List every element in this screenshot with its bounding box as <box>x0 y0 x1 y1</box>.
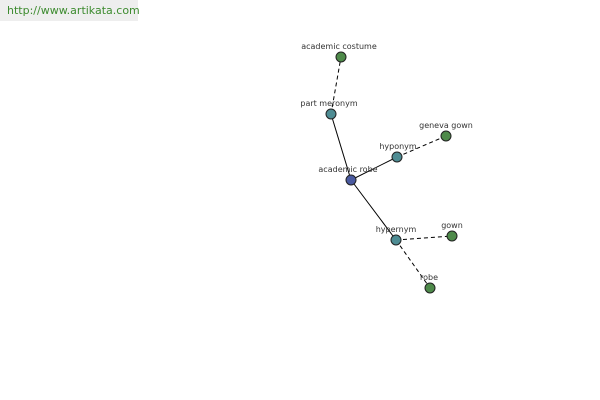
node-circle-hypernym[interactable] <box>390 234 402 246</box>
node-academic-costume[interactable]: academic costume <box>301 42 377 63</box>
node-label-academic-robe: academic robe <box>318 165 377 174</box>
node-label-hyponym: hyponym <box>379 142 417 151</box>
node-label-academic-costume: academic costume <box>301 42 377 51</box>
edge-academic-robe-to-part-meronym <box>330 113 352 181</box>
edge-hypernym-to-gown <box>395 235 453 241</box>
node-label-robe: robe <box>420 273 438 282</box>
node-robe[interactable]: robe <box>420 273 438 294</box>
edge-hyponym-to-geneva-gown <box>396 135 447 158</box>
node-label-geneva-gown: geneva gown <box>419 121 473 130</box>
edge-academic-robe-to-hypernym <box>350 179 397 241</box>
edges-layer <box>330 56 453 289</box>
edge-academic-robe-to-hyponym <box>350 156 398 181</box>
edge-part-meronym-to-academic-costume <box>330 56 342 115</box>
node-academic-robe[interactable]: academic robe <box>318 165 378 186</box>
node-hyponym[interactable]: hyponym <box>379 142 417 163</box>
node-circle-geneva-gown[interactable] <box>440 130 452 142</box>
node-label-gown: gown <box>441 221 463 230</box>
node-circle-part-meronym[interactable] <box>325 108 337 120</box>
node-hypernym[interactable]: hypernym <box>376 225 417 246</box>
node-label-part-meronym: part meronym <box>300 99 357 108</box>
node-circle-gown[interactable] <box>446 230 458 242</box>
node-circle-academic-robe[interactable] <box>345 174 357 186</box>
node-circle-academic-costume[interactable] <box>335 51 347 63</box>
node-label-hypernym: hypernym <box>376 225 417 234</box>
source-url-link[interactable]: http://www.artikata.com <box>0 0 140 21</box>
node-geneva-gown[interactable]: geneva gown <box>419 121 473 142</box>
node-circle-hyponym[interactable] <box>391 151 403 163</box>
nodes-layer: academic robe part meronym academic costum… <box>300 42 473 294</box>
node-part-meronym[interactable]: part meronym <box>300 99 358 120</box>
node-circle-robe[interactable] <box>424 282 436 294</box>
edge-hypernym-to-robe <box>395 239 431 289</box>
node-gown[interactable]: gown <box>441 221 463 242</box>
